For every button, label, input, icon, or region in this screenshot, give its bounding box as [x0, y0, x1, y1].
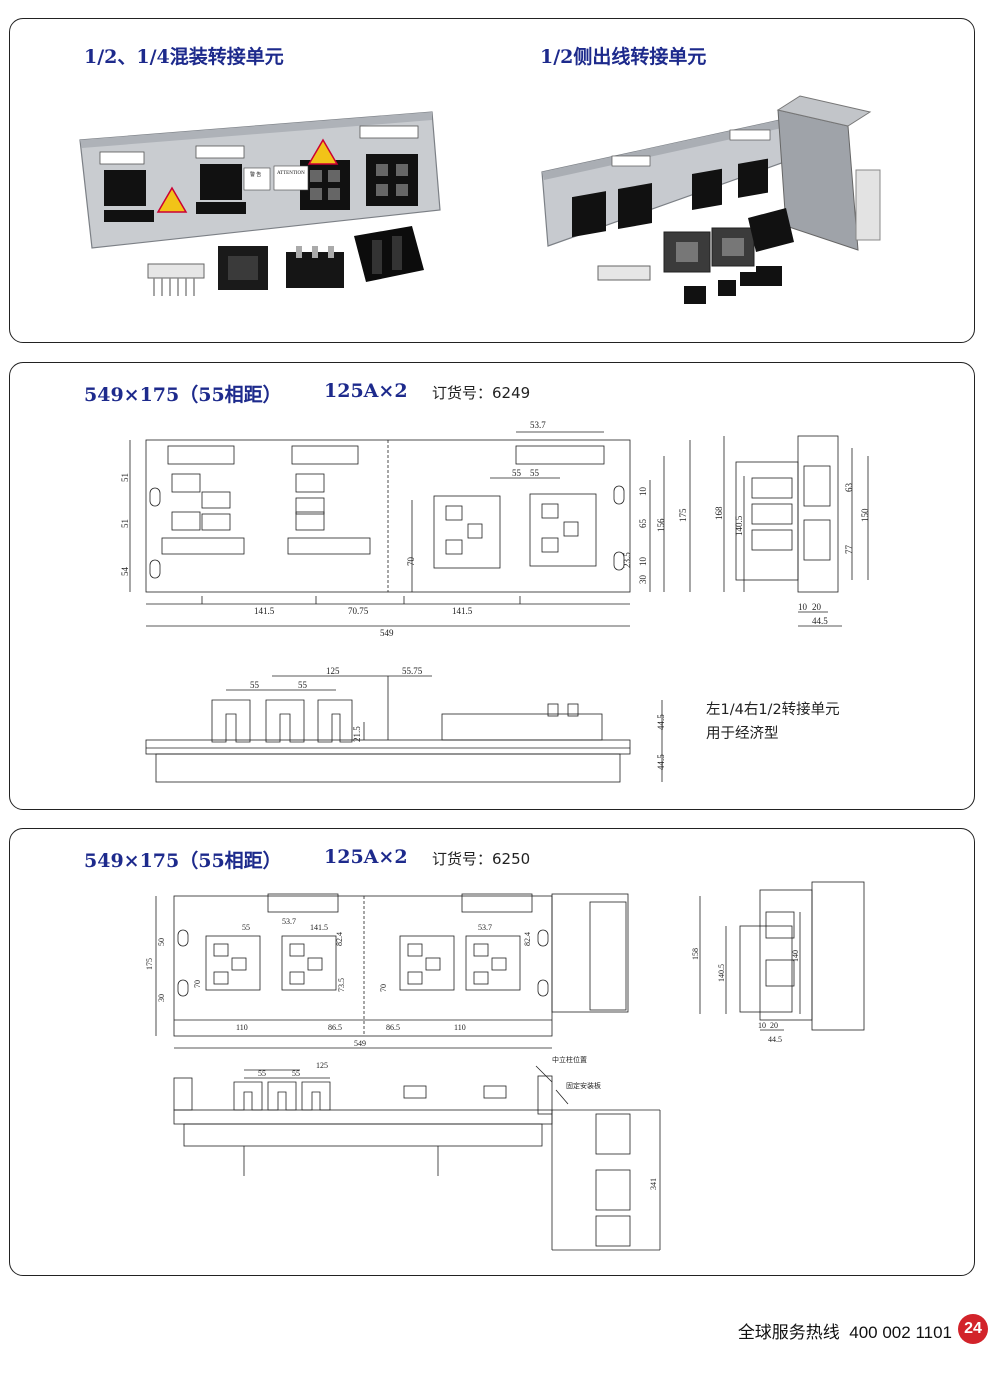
dim-r23: 23.5 [622, 552, 632, 568]
order-number-6250: 订货号：6250 [432, 850, 531, 868]
s10: 10 [758, 1021, 766, 1030]
dim-width: 549 [380, 628, 394, 638]
low55b-6250: 55 [292, 1069, 300, 1078]
dim-row2: 70.75 [348, 606, 369, 616]
bot86b: 86.5 [386, 1023, 400, 1032]
low-55a: 55 [250, 680, 260, 690]
l50: 50 [157, 938, 166, 946]
side-10: 10 [798, 602, 808, 612]
l73: 73.5 [337, 978, 346, 992]
fixed-plate-label: 固定安装板 [566, 1081, 601, 1090]
technical-drawing-6249: 53.7 55 55 141.5 70.75 141.5 549 51 51 5… [120, 420, 870, 783]
l175: 175 [145, 958, 154, 970]
d141: 141.5 [310, 923, 328, 932]
side-140: 140.5 [734, 515, 744, 536]
side-20: 20 [812, 602, 822, 612]
s158: 158 [691, 948, 700, 960]
hotline: 全球服务热线 400 002 1101 [738, 1318, 952, 1343]
dim-mid2: 55 [530, 468, 540, 478]
side-44: 44.5 [812, 616, 828, 626]
elevation-view-6250 [173, 1065, 661, 1251]
dim-r65: 65 [638, 519, 648, 529]
side-dims-6250: 158 140 140.5 10 20 44.5 [691, 948, 800, 1044]
l70: 70 [193, 980, 202, 988]
dim-r156: 156 [656, 518, 666, 532]
dim-r175: 175 [678, 508, 688, 522]
side-view-6249 [723, 435, 869, 627]
hotline-number: 400 002 1101 [849, 1323, 952, 1342]
dim-row3: 141.5 [452, 606, 473, 616]
l30: 30 [157, 994, 166, 1002]
front-dims-6249: 53.7 55 55 141.5 70.75 141.5 549 51 51 5… [120, 420, 688, 638]
elevation-view-6249 [145, 675, 663, 783]
size-title-6250: 549×175（55相距） [84, 850, 282, 872]
note-line1: 左1/4右1/2转接单元 [706, 702, 840, 718]
drawing-panel-6250 [9, 828, 975, 1276]
low341-6250: 341 [649, 1178, 658, 1190]
drawing-panel-6249 [9, 362, 975, 810]
low-125: 125 [326, 666, 340, 676]
bot110a: 110 [236, 1023, 248, 1032]
side-dims-6249: 168 140.5 63 150 77 10 20 44.5 [714, 483, 870, 627]
neutral-position-label: 中立柱位置 [552, 1055, 587, 1064]
dim-top: 53.7 [530, 420, 546, 430]
d53b: 53.7 [478, 923, 492, 932]
elevation-dims-6250: 125 55 55 341 中立柱位置 固定安装板 [258, 1055, 658, 1190]
attention-label: ATTENTION [277, 171, 305, 176]
dim-mid: 55 [512, 468, 522, 478]
product-photos: ATTENTION 警 告 [79, 95, 881, 304]
front-dims-6250: 53.7 55 141.5 82.4 53.7 82.4 110 86.5 86… [145, 917, 532, 1048]
front-view-6250 [155, 893, 629, 1049]
low125-6250: 125 [316, 1061, 328, 1070]
bot86a: 86.5 [328, 1023, 342, 1032]
s20: 20 [770, 1021, 778, 1030]
note-6249: 左1/4右1/2转接单元 用于经济型 [706, 698, 840, 746]
dim-left-a: 51 [120, 473, 130, 482]
l70b: 70 [379, 984, 388, 992]
side-63: 63 [844, 483, 854, 493]
warning-label: 警 告 [250, 171, 261, 178]
front-view-6249 [129, 431, 691, 627]
side-outlet-unit-title: 1/2侧出线转接单元 [540, 46, 707, 68]
current-title-6249: 125A×2 [324, 380, 408, 402]
hotline-label: 全球服务热线 [737, 1323, 840, 1342]
technical-drawing-6250: 53.7 55 141.5 82.4 53.7 82.4 110 86.5 86… [145, 881, 865, 1251]
d55: 55 [242, 923, 250, 932]
note-line2: 用于经济型 [706, 726, 779, 742]
side-168: 168 [714, 506, 724, 520]
low-44a: 44.5 [656, 714, 666, 730]
side-outlet-unit-photo [541, 95, 881, 304]
side-150: 150 [860, 508, 870, 522]
size-title-6249: 549×175（55相距） [84, 384, 282, 406]
mixed-unit-title: 1/2、1/4混装转接单元 [84, 46, 284, 68]
s140b: 140.5 [717, 964, 726, 982]
dim-left-b: 51 [120, 519, 130, 528]
order-number-6249: 订货号：6249 [432, 384, 531, 402]
dim-r10b: 10 [638, 557, 648, 567]
dim-row1: 141.5 [254, 606, 275, 616]
dim-r30: 30 [638, 575, 648, 585]
elevation-dims-6249: 125 55 55 55.75 21.5 44.5 44.5 [250, 666, 666, 770]
dim-r10a: 10 [638, 487, 648, 497]
side-77: 77 [844, 545, 854, 555]
d53a: 53.7 [282, 917, 296, 926]
w549: 549 [354, 1039, 366, 1048]
s140: 140 [791, 950, 800, 962]
d82b: 82.4 [523, 932, 532, 946]
side-view-6250 [699, 881, 865, 1031]
low55a-6250: 55 [258, 1069, 266, 1078]
low-55b: 55 [298, 680, 308, 690]
low-44b: 44.5 [656, 754, 666, 770]
bot110b: 110 [454, 1023, 466, 1032]
low-21: 21.5 [352, 726, 362, 742]
dim-h70: 70 [406, 557, 416, 567]
d82a: 82.4 [335, 932, 344, 946]
s44: 44.5 [768, 1035, 782, 1044]
dim-left-c: 54 [120, 567, 130, 577]
current-title-6250: 125A×2 [324, 846, 408, 868]
page-number-badge: 24 [958, 1314, 988, 1344]
low-55-75: 55.75 [402, 666, 423, 676]
mixed-unit-photo: ATTENTION 警 告 [79, 111, 441, 296]
